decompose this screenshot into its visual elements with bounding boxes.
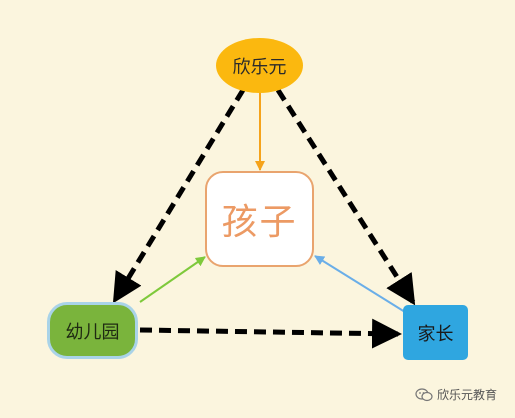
watermark-text: 欣乐元教育 [437,388,498,402]
right-node-label: 家长 [417,323,454,345]
wechat-chat-icon [415,387,433,401]
right-node: 家长 [403,305,468,360]
arrow-left-to-center [139,256,206,303]
dashed-arrow-top-to-right [275,88,416,306]
left-node: 幼儿园 [47,302,138,359]
center-node-label: 孩子 [221,202,298,243]
arrow-right-to-center [314,255,406,313]
dashed-arrow-left-to-right [139,318,402,349]
left-node-label: 幼儿园 [65,321,120,343]
dashed-arrow-top-to-left [112,88,246,304]
watermark: 欣乐元教育 [415,386,497,403]
top-node: 欣乐元 [216,38,303,93]
center-node: 孩子 [205,171,314,267]
top-node-label: 欣乐元 [232,56,287,78]
